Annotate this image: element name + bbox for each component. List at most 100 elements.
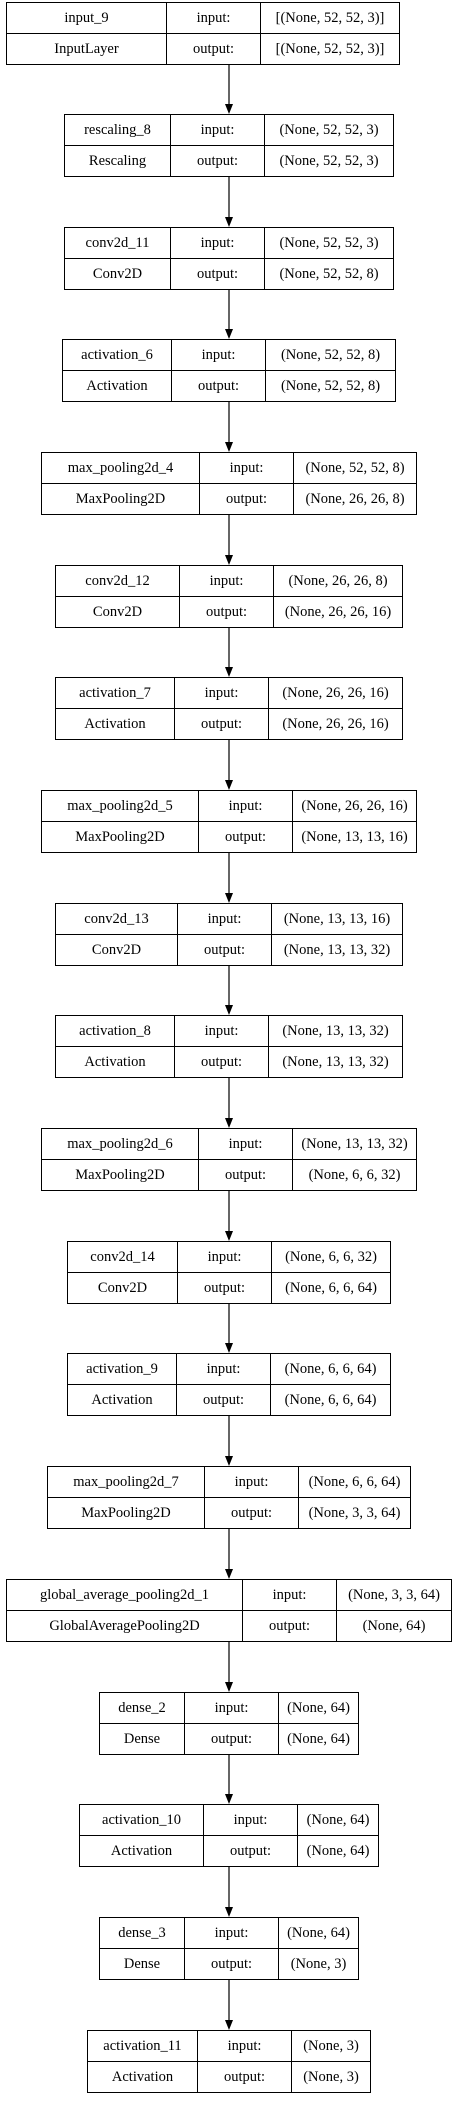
output-label: output: bbox=[175, 1046, 269, 1077]
arrowhead-icon bbox=[225, 217, 233, 227]
output-label: output: bbox=[243, 1610, 337, 1641]
layer-name: conv2d_11 bbox=[65, 228, 171, 259]
input-shape: (None, 6, 6, 64) bbox=[271, 1354, 390, 1385]
layer-name: max_pooling2d_6 bbox=[42, 1129, 199, 1160]
output-shape: (None, 3, 3, 64) bbox=[308, 1504, 401, 1521]
input-label: input: bbox=[205, 1467, 299, 1498]
output-label: output: bbox=[200, 483, 294, 514]
input-shape: (None, 26, 26, 16) bbox=[293, 791, 416, 822]
output-shape: (None, 6, 6, 32) bbox=[308, 1166, 401, 1183]
output-shape: (None, 26, 26, 16) bbox=[282, 715, 389, 732]
input-shape: (None, 13, 13, 32) bbox=[269, 1016, 402, 1047]
arrowhead-icon bbox=[225, 1005, 233, 1015]
arrowhead-icon bbox=[225, 2020, 233, 2030]
output-label: output: bbox=[199, 1159, 293, 1190]
input-label: input: bbox=[177, 1354, 271, 1385]
input-label: input: bbox=[204, 1805, 298, 1836]
arrowhead-icon bbox=[225, 1907, 233, 1917]
output-shape: (None, 13, 13, 16) bbox=[301, 828, 408, 845]
output-shape: (None, 64) bbox=[306, 1842, 370, 1859]
output-shape: (None, 64) bbox=[362, 1617, 426, 1634]
input-shape: (None, 3) bbox=[292, 2031, 370, 2062]
layer-name: rescaling_8 bbox=[65, 115, 171, 146]
layer-type: Activation bbox=[63, 370, 172, 401]
layer-name: max_pooling2d_5 bbox=[42, 791, 199, 822]
input-label: input: bbox=[172, 340, 266, 371]
output-shape: (None, 52, 52, 8) bbox=[279, 265, 379, 282]
output-shape: [(None, 52, 52, 3)] bbox=[275, 40, 385, 57]
layer-type: InputLayer bbox=[7, 33, 167, 64]
layer-type: Dense bbox=[100, 1948, 185, 1979]
output-label: output: bbox=[198, 2061, 292, 2092]
layer-name: activation_9 bbox=[68, 1354, 177, 1385]
output-label: output: bbox=[171, 258, 265, 289]
output-shape: (None, 13, 13, 32) bbox=[283, 941, 391, 958]
layer-type: Conv2D bbox=[65, 258, 171, 289]
input-shape: (None, 13, 13, 32) bbox=[293, 1129, 416, 1160]
input-shape: (None, 52, 52, 3) bbox=[265, 228, 393, 259]
arrowhead-icon bbox=[225, 104, 233, 114]
input-label: input: bbox=[167, 3, 261, 34]
layer-name: dense_3 bbox=[100, 1918, 185, 1949]
arrowhead-icon bbox=[225, 1569, 233, 1579]
input-shape: (None, 26, 26, 16) bbox=[269, 678, 402, 709]
output-label: output: bbox=[171, 145, 265, 176]
output-label: output: bbox=[185, 1948, 279, 1979]
layer-type: Activation bbox=[56, 1046, 175, 1077]
layer-name: max_pooling2d_4 bbox=[42, 453, 200, 484]
layer-type: Activation bbox=[68, 1384, 177, 1415]
layer-name: activation_11 bbox=[88, 2031, 198, 2062]
input-label: input: bbox=[178, 904, 272, 935]
layer-type: Activation bbox=[80, 1835, 204, 1866]
arrowhead-icon bbox=[225, 667, 233, 677]
input-shape: (None, 3, 3, 64) bbox=[337, 1580, 451, 1611]
layer-type: MaxPooling2D bbox=[42, 1159, 199, 1190]
arrowhead-icon bbox=[225, 1231, 233, 1241]
layer-name: conv2d_14 bbox=[68, 1242, 178, 1273]
input-shape: (None, 6, 6, 32) bbox=[272, 1242, 390, 1273]
input-label: input: bbox=[175, 1016, 269, 1047]
output-label: output: bbox=[180, 596, 274, 627]
output-label: output: bbox=[177, 1384, 271, 1415]
input-label: input: bbox=[200, 453, 294, 484]
layer-type: Dense bbox=[100, 1723, 185, 1754]
input-shape: [(None, 52, 52, 3)] bbox=[261, 3, 399, 34]
input-label: input: bbox=[199, 791, 293, 822]
layer-type: Conv2D bbox=[56, 934, 178, 965]
input-shape: (None, 52, 52, 8) bbox=[266, 340, 395, 371]
layer-name: input_9 bbox=[7, 3, 167, 34]
output-shape: (None, 3) bbox=[303, 2068, 359, 2085]
output-shape: (None, 26, 26, 16) bbox=[284, 603, 392, 620]
input-shape: (None, 13, 13, 16) bbox=[272, 904, 402, 935]
layer-name: activation_6 bbox=[63, 340, 172, 371]
output-label: output: bbox=[178, 934, 272, 965]
output-shape: (None, 64) bbox=[287, 1730, 350, 1747]
arrowhead-icon bbox=[225, 780, 233, 790]
arrowhead-icon bbox=[225, 893, 233, 903]
layer-name: conv2d_13 bbox=[56, 904, 178, 935]
layer-type: MaxPooling2D bbox=[48, 1497, 205, 1528]
layer-type: Conv2D bbox=[68, 1272, 178, 1303]
layer-type: Rescaling bbox=[65, 145, 171, 176]
output-label: output: bbox=[175, 708, 269, 739]
output-shape: (None, 26, 26, 8) bbox=[305, 490, 405, 507]
layer-type: MaxPooling2D bbox=[42, 821, 199, 852]
layer-name: global_average_pooling2d_1 bbox=[7, 1580, 243, 1611]
input-shape: (None, 26, 26, 8) bbox=[274, 566, 402, 597]
input-shape: (None, 64) bbox=[298, 1805, 378, 1836]
arrowhead-icon bbox=[225, 1456, 233, 1466]
output-label: output: bbox=[199, 821, 293, 852]
